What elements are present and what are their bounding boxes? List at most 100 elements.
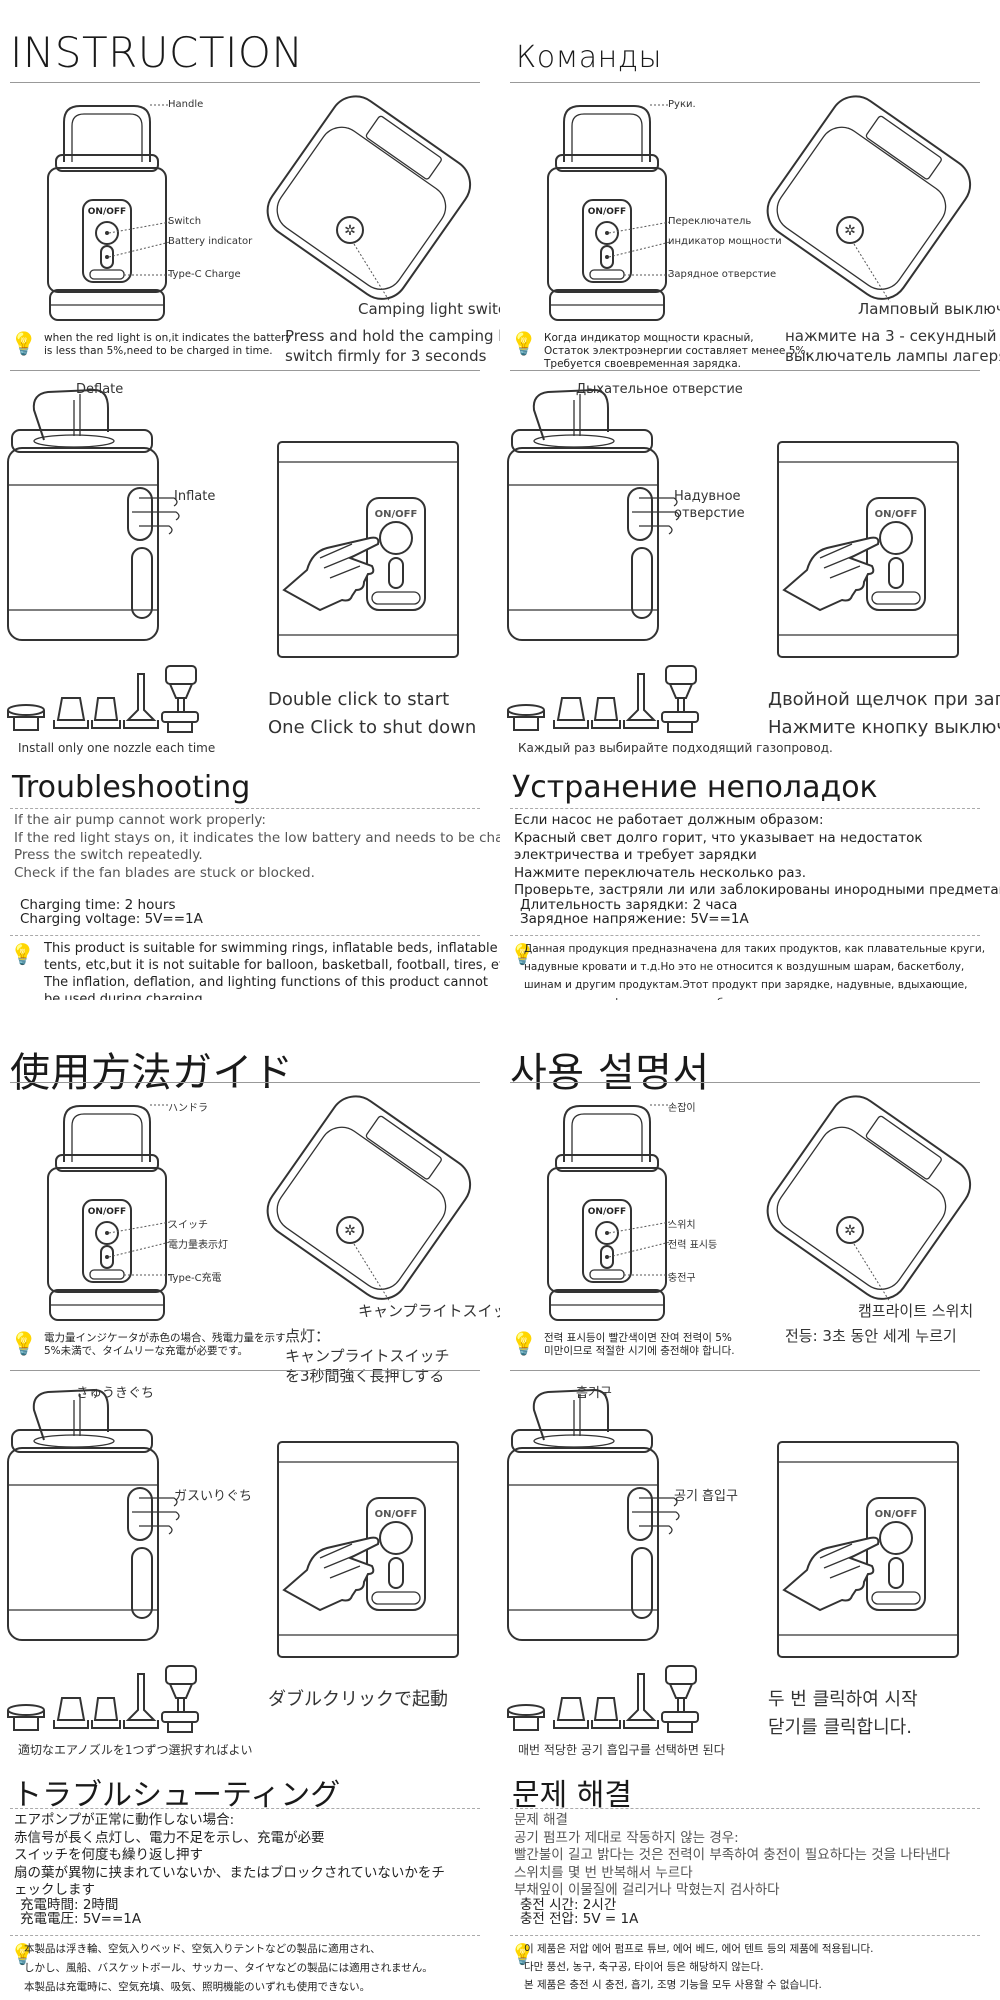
device-on-off-label: ON/OFF <box>88 1207 126 1217</box>
charging-specs: Длительность зарядки: 2 часа Зарядное на… <box>520 898 749 926</box>
hand-icon <box>282 1536 380 1612</box>
troubleshooting-list: エアポンプが正常に動作しない場合: 赤信号が長く点灯し、電力不足を示し、充電が必… <box>14 1812 500 1900</box>
divider <box>510 808 980 809</box>
tip-line: tents, etc,but it is not suitable for ba… <box>44 958 500 973</box>
charging-time: 충전 시간: 2시간 <box>520 1897 617 1913</box>
charging-voltage: Зарядное напряжение: 5V==1A <box>520 911 749 927</box>
charging-time: Длительность зарядки: 2 часа <box>520 897 738 913</box>
install-nozzle-note: 適切なエアノズルを1つずつ選択すればよい <box>18 1743 253 1757</box>
device-top-illustration: ✲ <box>766 1095 972 1303</box>
charging-specs: 充電時間: 2時間 充電電圧: 5V==1A <box>20 1898 141 1926</box>
lightbulb-icon: 💡 <box>510 942 535 966</box>
troubleshooting-line: 스위치를 몇 번 반복해서 누르다 <box>514 1864 693 1881</box>
device-on-off-label: ON/OFF <box>588 1207 626 1217</box>
inflate-line: ガスいりぐち <box>174 1489 253 1504</box>
tip-line: Когда индикатор мощности красный, <box>544 332 754 344</box>
device-top-illustration: ✲ <box>266 1095 472 1303</box>
label-battery-indicator: 전력 표시등 <box>668 1240 718 1251</box>
pump-illustration <box>7 1388 180 1641</box>
troubleshooting-title: 문제 해결 <box>512 1778 632 1813</box>
hand-icon <box>782 1536 880 1612</box>
instruction-line: 点灯： <box>285 1327 331 1345</box>
label-battery-indicator: 電力量表示灯 <box>168 1240 228 1251</box>
lightbulb-icon: 💡 <box>10 332 38 357</box>
troubleshooting-line: エアポンプが正常に動作しない場合: <box>14 1812 235 1828</box>
double-click-instruction: Двойной щелчок при запуске Нажмите кнопк… <box>768 686 1000 742</box>
hand-icon <box>782 536 880 612</box>
instruction-section-japanese: 使用方法ガイド ON/OFF ハンドラ スイッチ 電力量表示灯 Type-C充電… <box>0 1000 500 2000</box>
tip-line: 5%未満で、タイムリーな充電が必要です。 <box>44 1345 248 1357</box>
nozzles-illustration <box>507 665 699 733</box>
lightbulb-icon: 💡 <box>510 332 538 357</box>
nozzles-illustration <box>7 665 199 733</box>
pump-illustration <box>7 388 180 641</box>
device-front-illustration: ON/OFF <box>47 1104 171 1321</box>
device-front-illustration: ON/OFF <box>547 1104 671 1321</box>
label-handle: 손잡이 <box>668 1103 696 1114</box>
troubleshooting-line: スイッチを何度も繰り返し押す <box>14 1847 203 1863</box>
troubleshooting-title: Troubleshooting <box>12 770 251 805</box>
label-charge-port: 충전구 <box>668 1273 696 1284</box>
pump-illustration <box>507 1388 680 1641</box>
instruction-line: ダブルクリックで起動 <box>268 1689 448 1710</box>
troubleshooting-line: Проверьте, застряли ли или заблокированы… <box>514 882 1000 898</box>
tip-line: Требуется своевременная зарядка. <box>544 358 741 370</box>
instruction-line: を3秒間強く長押しする <box>285 1367 445 1385</box>
pump-illustration <box>507 388 680 641</box>
troubleshooting-line: Press the switch repeatedly. <box>14 847 203 863</box>
tip-line: when the red light is on,it indicates th… <box>44 332 292 344</box>
tip-line: 本製品は浮き輪、空気入りベッド、空気入りテントなどの製品に適用され、 <box>24 1943 381 1955</box>
tip-line: Данная продукция предназначена для таких… <box>524 943 986 955</box>
deflate-label: 흡기구 <box>576 1386 612 1401</box>
install-nozzle-note: 매번 적당한 공기 흡입구를 선택하면 된다 <box>518 1743 725 1757</box>
device-front-illustration: ON/OFF <box>47 104 171 321</box>
tip-line: 전력 표시등이 빨간색이면 잔여 전력이 5% <box>544 1332 732 1344</box>
section-title: 사용 설명서 <box>510 1050 710 1096</box>
device-on-off-label: ON/OFF <box>588 207 626 217</box>
nozzles-illustration <box>507 1665 699 1733</box>
instruction-line: Double click to start <box>268 689 450 710</box>
tip-line: 電力量インジケータが赤色の場合、残電力量を示す <box>44 1332 286 1344</box>
device-on-off-label: ON/OFF <box>875 1509 918 1520</box>
troubleshooting-line: 빨간불이 길고 밝다는 것은 전력이 부족하여 충전이 필요하다는 것을 나타낸… <box>514 1847 951 1863</box>
inflate-label: ガスいりぐち <box>174 1488 252 1505</box>
charging-voltage: 충전 전압: 5V = 1A <box>520 1911 639 1927</box>
troubleshooting-list: 문제 해결 공기 펌프가 제대로 작동하지 않는 경우: 빨간불이 길고 밝다는… <box>514 1812 1000 1900</box>
lightbulb-icon: 💡 <box>510 1942 535 1966</box>
usage-tip: 이 제품은 저압 에어 펌프로 튜브, 에어 베드, 에어 텐트 등의 제품에 … <box>524 1940 874 1994</box>
tip-line: 다만 풍선, 농구, 축구공, 타이어 등은 해당하지 않는다. <box>524 1961 764 1973</box>
inflate-label: 공기 흡입구 <box>674 1488 738 1505</box>
troubleshooting-line: 공기 펌프가 제대로 작동하지 않는 경우: <box>514 1829 739 1846</box>
usage-tip: This product is suitable for swimming ri… <box>44 940 500 1000</box>
troubleshooting-line: If the air pump cannot work properly: <box>14 812 266 828</box>
instruction-line: выключатель лампы лагеря. <box>785 347 1000 365</box>
battery-tip: 電力量インジケータが赤色の場合、残電力量を示す 5%未満で、タイムリーな充電が必… <box>44 1332 286 1358</box>
inflate-line: Inflate <box>174 489 216 504</box>
troubleshooting-title: トラブルシューティング <box>12 1778 341 1813</box>
divider <box>10 1935 480 1936</box>
battery-tip: Когда индикатор мощности красный, Остато… <box>544 332 809 371</box>
troubleshooting-line: Check if the fan blades are stuck or blo… <box>14 864 315 881</box>
device-front-illustration: ON/OFF <box>547 104 671 321</box>
lightbulb-icon: 💡 <box>10 1332 38 1357</box>
install-nozzle-note: Install only one nozzle each time <box>18 741 216 755</box>
nozzles-illustration <box>7 1665 199 1733</box>
section-title: 使用方法ガイド <box>10 1050 294 1096</box>
tip-line: 미만이므로 적절한 시기에 충전해야 합니다. <box>544 1345 735 1357</box>
lightbulb-icon: 💡 <box>10 1942 35 1966</box>
double-click-instruction: Double click to start One Click to shut … <box>268 686 476 742</box>
label-charge-port: Type-C充電 <box>168 1273 222 1284</box>
divider <box>510 1935 980 1936</box>
device-on-off-label: ON/OFF <box>875 509 918 520</box>
instruction-line: switch firmly for 3 seconds <box>285 347 487 365</box>
tip-line: しかし、風船、バスケットボール、サッカー、タイヤなどの製品には適用されません。 <box>24 1962 433 1974</box>
divider <box>10 1370 480 1371</box>
section-title: INSTRUCTION <box>10 28 304 77</box>
tip-line: The inflation, deflation, and lighting f… <box>44 975 488 990</box>
troubleshooting-line: электричества и требует зарядки <box>514 847 757 863</box>
lightbulb-icon: 💡 <box>510 1332 538 1357</box>
charging-voltage: Charging voltage: 5V==1A <box>20 911 203 927</box>
divider <box>510 1370 980 1371</box>
press-button-illustration: ON/OFF <box>777 441 959 658</box>
press-hold-instruction: нажмите на 3 - секундный выключатель лам… <box>785 326 1000 366</box>
